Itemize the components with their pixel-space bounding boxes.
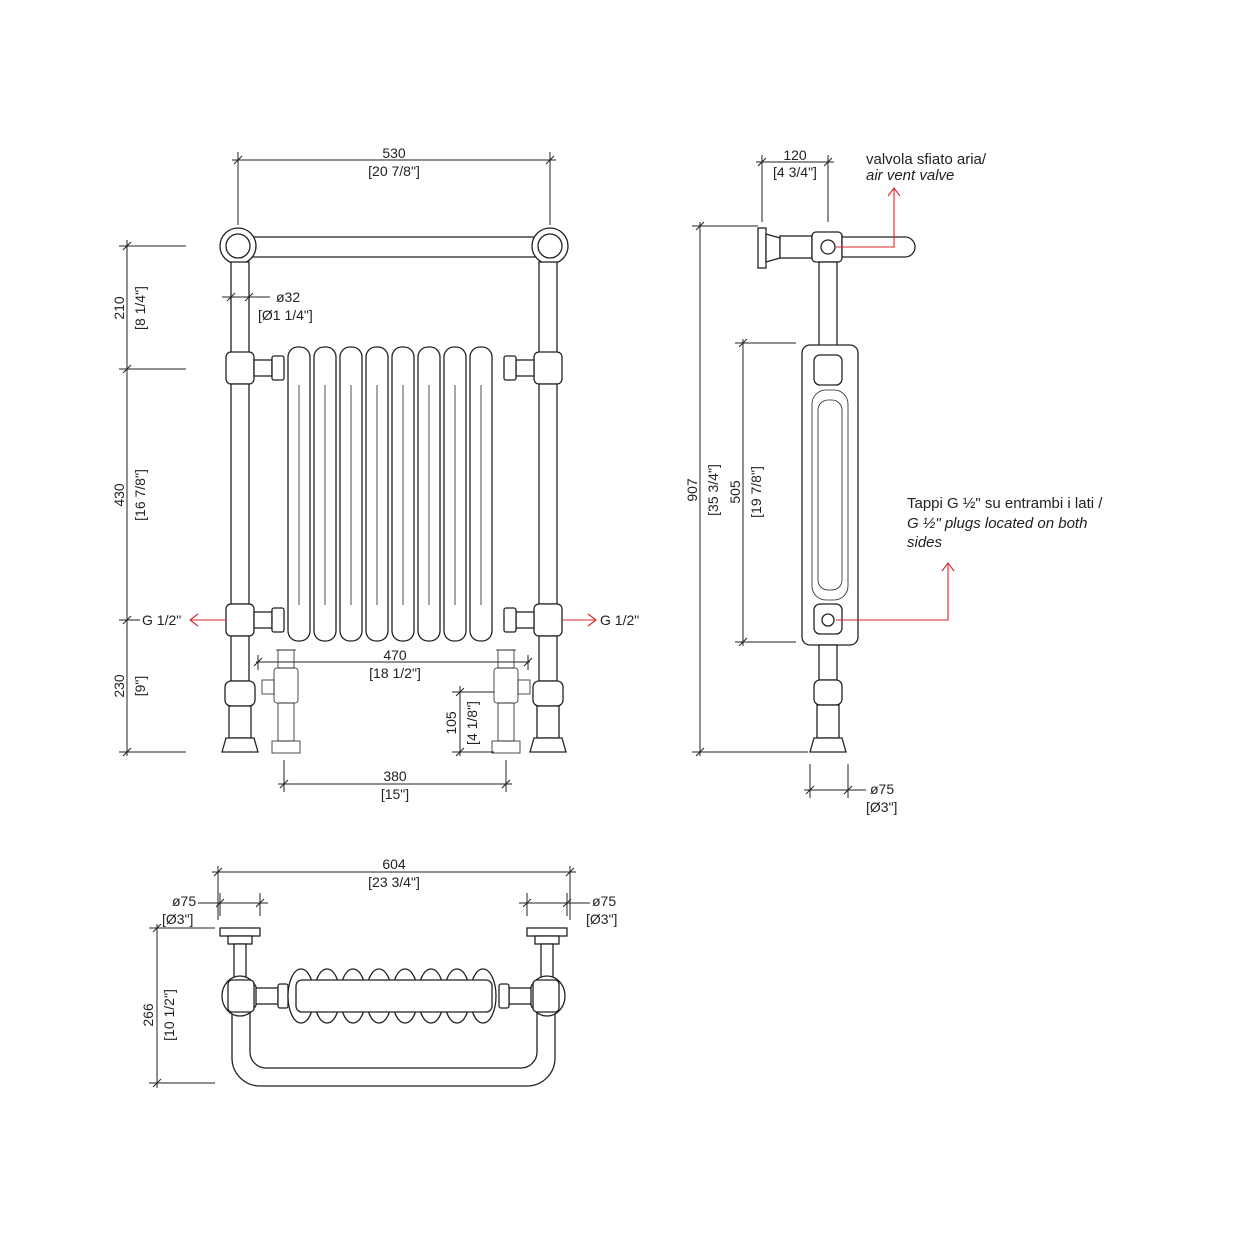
valve-right — [491, 649, 531, 754]
connection-right: G 1/2" — [562, 612, 639, 628]
air-vent-label-it: valvola sfiato aria/ — [866, 151, 987, 168]
pipe-diameter-inch: [Ø1 1/4"] — [258, 307, 313, 323]
top-depth-inch: [10 1/2"] — [161, 989, 177, 1041]
foot-diameter-mm: ø75 — [870, 781, 894, 797]
side-view: 120 [4 3/4"] valvola sfiato aria/ air ve… — [684, 147, 1103, 815]
valve-left — [261, 649, 301, 754]
overall-width-mm: 604 — [382, 856, 406, 872]
height-430-mm: 430 — [111, 483, 127, 507]
dimension-left-base: ø75 [Ø3"] — [162, 893, 268, 927]
air-vent-label-en: air vent valve — [866, 167, 954, 184]
width-530-mm: 530 — [382, 145, 406, 161]
overall-width-inch: [23 3/4"] — [368, 874, 420, 890]
left-base-inch: [Ø3"] — [162, 911, 193, 927]
valve-spacing-inch: [18 1/2"] — [369, 665, 421, 681]
top-radiator-sections — [287, 968, 497, 1024]
right-base-mm: ø75 — [592, 893, 616, 909]
connection-left-label: G 1/2" — [142, 612, 181, 628]
right-base-inch: [Ø3"] — [586, 911, 617, 927]
plugs-label-it: Tappi G ½" su entrambi i lati / — [907, 495, 1103, 512]
plugs-callout: Tappi G ½" su entrambi i lati / G ½" plu… — [836, 495, 1103, 621]
top-view: 604 [23 3/4"] ø75 [Ø3"] ø75 [Ø3"] — [140, 856, 617, 1088]
dimension-valve-spacing-470: 470 [18 1/2"] — [253, 647, 533, 681]
top-wall-mounts — [219, 927, 568, 981]
dimension-depth-120: 120 [4 3/4"] — [756, 147, 834, 222]
dimension-heights-left: 210 [8 1/4"] 430 [16 7/8"] 230 [9"] — [111, 240, 186, 757]
depth-120-mm: 120 — [783, 147, 807, 163]
left-base-mm: ø75 — [172, 893, 196, 909]
depth-120-inch: [4 3/4"] — [773, 164, 817, 180]
connection-left: G 1/2" — [142, 612, 226, 628]
front-view: 530 [20 7/8"] ø32 [Ø1 1/4"] 210 [8 1/4"]… — [111, 145, 639, 802]
width-530-inch: [20 7/8"] — [368, 163, 420, 179]
height-210-mm: 210 — [111, 296, 127, 320]
vertical-posts — [221, 261, 567, 753]
foot-spacing-inch: [15"] — [381, 786, 409, 802]
dimension-valve-height-105: 105 [4 1/8"] — [443, 686, 494, 757]
total-height-mm: 907 — [684, 478, 700, 502]
dimension-right-base: ø75 [Ø3"] — [519, 893, 617, 927]
dimension-overall-604: 604 [23 3/4"] — [212, 856, 576, 920]
height-230-inch: [9"] — [132, 676, 148, 697]
height-210-inch: [8 1/4"] — [132, 286, 148, 330]
radiator-column-sections — [287, 346, 493, 642]
top-towel-rail — [219, 227, 569, 265]
valve-height-inch: [4 1/8"] — [464, 701, 480, 745]
dimension-pipe-diameter: ø32 [Ø1 1/4"] — [222, 289, 313, 323]
plugs-label-en-2: sides — [907, 534, 943, 551]
foot-spacing-mm: 380 — [383, 768, 407, 784]
side-post — [801, 261, 859, 753]
height-230-mm: 230 — [111, 674, 127, 698]
dimension-centers-505: 505 [19 7/8"] — [727, 338, 796, 647]
radiator-connectors — [253, 355, 535, 633]
centers-inch: [19 7/8"] — [748, 466, 764, 518]
valve-height-mm: 105 — [443, 711, 459, 735]
dimension-foot-spacing-380: 380 [15"] — [278, 760, 512, 802]
valve-spacing-mm: 470 — [383, 647, 407, 663]
dimension-depth-266: 266 [10 1/2"] — [140, 923, 215, 1088]
foot-diameter-inch: [Ø3"] — [866, 799, 897, 815]
dimension-foot-diameter: ø75 [Ø3"] — [804, 764, 897, 815]
dimension-width-530: 530 [20 7/8"] — [232, 145, 556, 225]
air-vent-callout: valvola sfiato aria/ air vent valve — [836, 151, 987, 248]
plugs-label-en-1: G ½" plugs located on both — [907, 515, 1087, 532]
pipe-diameter-mm: ø32 — [276, 289, 300, 305]
total-height-inch: [35 3/4"] — [705, 464, 721, 516]
top-post-flanges — [221, 975, 566, 1017]
centers-mm: 505 — [727, 480, 743, 504]
dimension-total-height-907: 907 [35 3/4"] — [684, 221, 808, 757]
top-depth-mm: 266 — [140, 1003, 156, 1027]
height-430-inch: [16 7/8"] — [132, 469, 148, 521]
connection-right-label: G 1/2" — [600, 612, 639, 628]
